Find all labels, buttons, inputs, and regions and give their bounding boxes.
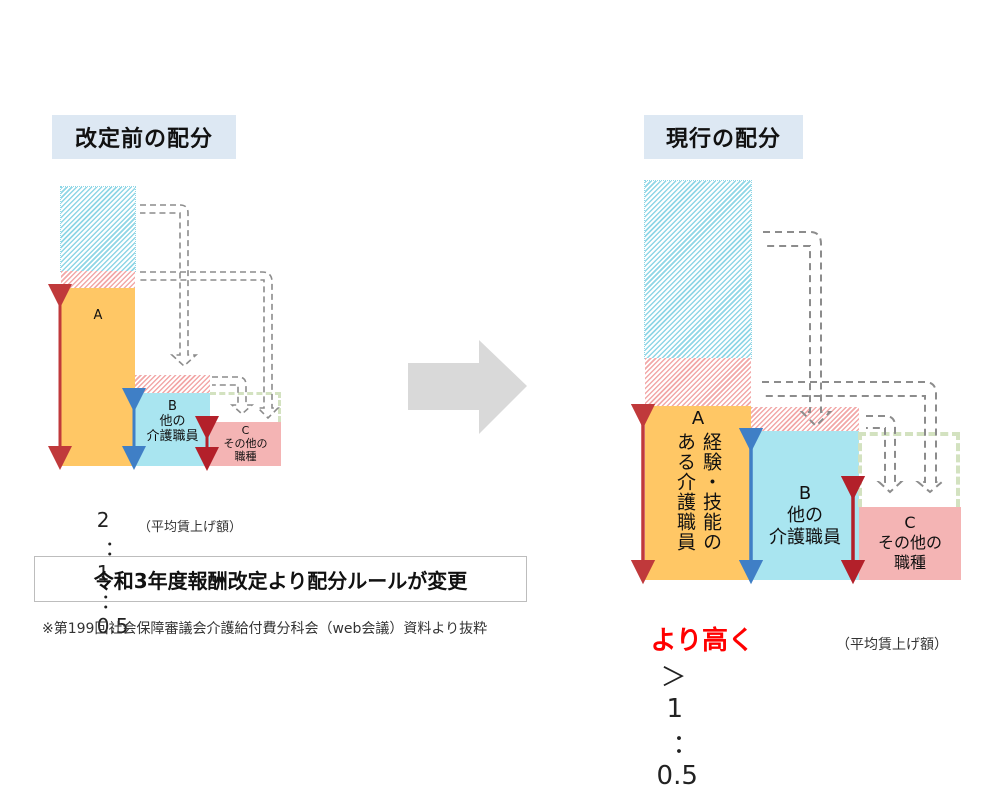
before-bar-b-label-1: B <box>168 399 177 414</box>
before-a-hatch-top <box>60 186 136 272</box>
before-bar-b-label-2: 他の <box>159 414 186 429</box>
after-bar-b-label-1: B <box>798 483 812 504</box>
before-flow-to-c-long <box>140 271 280 420</box>
before-flow-to-b <box>140 204 199 368</box>
before-bar-c-label-3: 職種 <box>234 450 257 463</box>
after-c-dashed-box <box>858 432 960 507</box>
after-bar-a-label: A <box>691 408 705 429</box>
after-flow-to-c-long <box>762 381 945 494</box>
after-bar-b-label-2: 他の <box>787 505 823 526</box>
before-c-dashed-box <box>210 392 281 422</box>
after-flow-to-c-short <box>866 415 904 494</box>
before-ratio: 2 ： 1 ： 0.5 <box>84 484 133 638</box>
before-b-hatch <box>135 375 210 393</box>
before-bar-c: C その他の 職種 <box>210 422 281 466</box>
after-b-hatch <box>751 407 859 431</box>
change-banner-text: 令和3年度報酬改定より配分ルールが変更 <box>93 568 468 593</box>
after-ratio: より高く ＞ 1 ： 0.5 <box>634 590 754 791</box>
before-ratio-b: 1 <box>96 561 110 585</box>
before-title: 改定前の配分 <box>52 115 236 159</box>
before-bar-b-label-3: 介護職員 <box>146 429 199 444</box>
after-ratio-b: 1 <box>666 694 684 724</box>
before-title-text: 改定前の配分 <box>74 127 213 152</box>
right-arrow-icon <box>408 340 527 434</box>
after-bar-c-label-3: 職種 <box>893 553 926 572</box>
after-a-hatch-top <box>644 180 752 359</box>
after-bar-a-vertical-col-1: 経験・技能の <box>700 432 722 552</box>
before-a-hatch-mid <box>61 271 135 288</box>
before-bar-a-label: A <box>93 308 103 323</box>
change-banner: 令和3年度報酬改定より配分ルールが変更 <box>34 556 527 602</box>
before-bar-c-label-1: C <box>241 424 250 437</box>
after-bar-a: A 経験・技能の ある介護職員 <box>645 406 751 580</box>
after-flow-to-b <box>763 231 833 428</box>
before-ratio-sep1: ： <box>104 536 125 560</box>
after-bar-b-label-3: 介護職員 <box>769 527 841 548</box>
after-bar-c-label-2: その他の <box>877 533 942 552</box>
transition-arrow-layer <box>408 340 527 434</box>
source-note: ※第199回社会保障審議会介護給付費分科会（web会議）資料より抜粋 <box>42 621 488 637</box>
after-ratio-c: 0.5 <box>656 761 698 791</box>
after-a-hatch-mid <box>645 358 751 406</box>
after-bar-a-vertical-col-2: ある介護職員 <box>674 432 696 552</box>
after-ratio-note: （平均賃上げ額） <box>836 637 948 653</box>
before-ratio-c: 0.5 <box>96 614 129 638</box>
before-bar-c-label-2: その他の <box>223 437 268 450</box>
after-bar-c-label-1: C <box>904 513 916 532</box>
after-arrows-layer <box>630 231 945 585</box>
after-title-text: 現行の配分 <box>665 127 781 152</box>
after-ratio-a: より高く <box>650 626 755 656</box>
before-flow-to-c-short <box>212 376 255 416</box>
before-arrows-layer <box>48 204 280 471</box>
after-ratio-gt: ＞ <box>660 663 687 693</box>
before-ratio-note: （平均賃上げ額） <box>138 520 243 535</box>
after-title: 現行の配分 <box>644 115 803 159</box>
before-ratio-a: 2 <box>96 508 110 532</box>
after-bar-c: C その他の 職種 <box>859 507 961 580</box>
after-ratio-sep: ： <box>672 730 699 760</box>
